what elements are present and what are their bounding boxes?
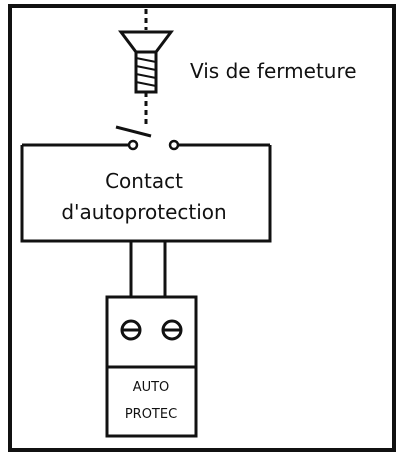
contact-box: [20, 145, 272, 243]
screw-label: Vis de fermeture: [190, 59, 357, 83]
screw-head: [118, 30, 174, 54]
terminal-screw-icon: [161, 319, 183, 341]
switch-icon: [22, 125, 270, 151]
contact-label-line2: d'autoprotection: [61, 200, 226, 224]
outer-frame: [8, 4, 396, 452]
terminal-label-line1: AUTO: [133, 380, 170, 395]
terminal-label-line2: PROTEC: [125, 407, 177, 422]
closing-screw-icon: [118, 9, 174, 126]
switch-terminal-left: [127, 139, 139, 151]
switch-terminal-right: [168, 139, 180, 151]
terminal-screw-icon: [120, 319, 142, 341]
contact-label-line1: Contact: [105, 169, 183, 193]
